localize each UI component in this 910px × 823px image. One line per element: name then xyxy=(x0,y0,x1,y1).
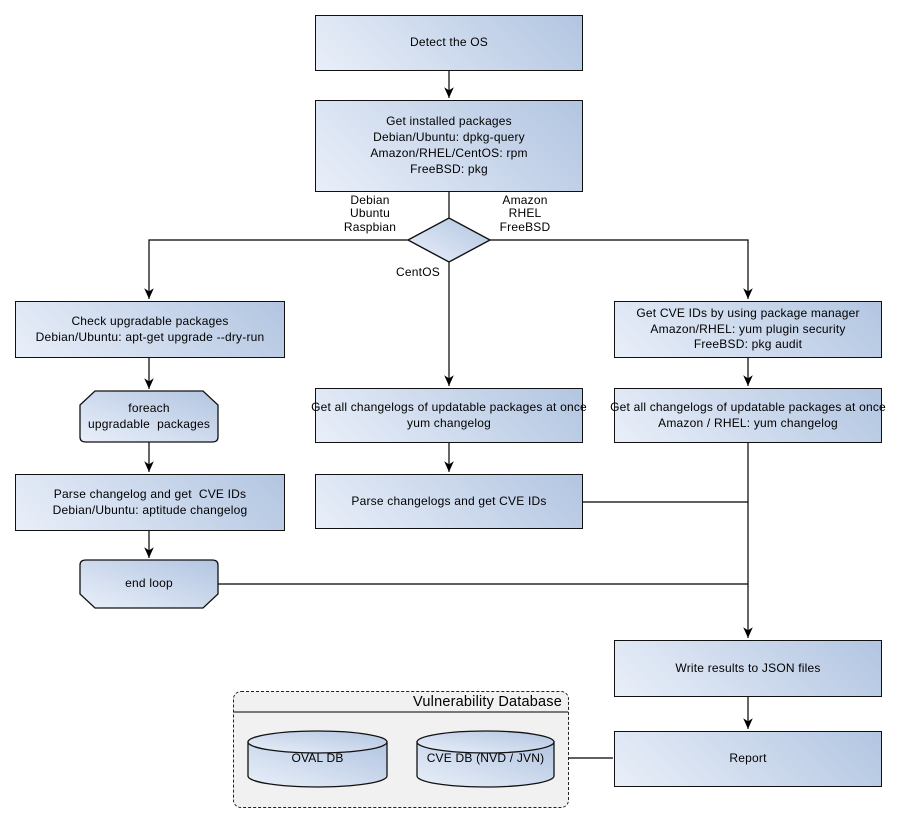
node-get-installed-packages-label: Get installed packages Debian/Ubuntu: dp… xyxy=(370,114,528,176)
node-check-upgradable-packages-label: Check upgradable packages Debian/Ubuntu:… xyxy=(35,313,265,344)
node-get-installed-packages: Get installed packages Debian/Ubuntu: dp… xyxy=(315,100,583,192)
branch-label-debian-ubuntu-raspbian: Debian Ubuntu Raspbian xyxy=(343,193,397,234)
loop-begin-shape xyxy=(79,390,219,443)
node-get-changelogs-centos-label: Get all changelogs of updatable packages… xyxy=(311,399,587,430)
decision-diamond-os xyxy=(406,217,492,263)
node-get-cve-ids-package-manager-label: Get CVE IDs by using package manager Ama… xyxy=(636,305,860,352)
cve-db-cylinder xyxy=(416,730,555,788)
node-check-upgradable-packages: Check upgradable packages Debian/Ubuntu:… xyxy=(15,301,285,358)
node-parse-changelogs-centos: Parse changelogs and get CVE IDs xyxy=(315,474,583,529)
node-write-results-json-label: Write results to JSON files xyxy=(675,660,821,675)
node-detect-os-label: Detect the OS xyxy=(410,35,488,50)
loop-end-shape xyxy=(79,559,219,609)
branch-label-centos: CentOS xyxy=(396,265,440,279)
oval-db-cylinder xyxy=(247,730,388,788)
edge-decision-to-get-cve-ids xyxy=(490,239,753,299)
vulnerability-database-title: Vulnerability Database xyxy=(413,694,562,710)
edge-decision-to-check-upgradable xyxy=(144,239,408,299)
branch-label-amazon-rhel-freebsd: Amazon RHEL FreeBSD xyxy=(499,193,551,234)
node-report: Report xyxy=(614,731,882,787)
node-get-changelogs-rhel-label: Get all changelogs of updatable packages… xyxy=(610,399,886,430)
node-parse-changelogs-centos-label: Parse changelogs and get CVE IDs xyxy=(351,493,547,508)
node-get-cve-ids-package-manager: Get CVE IDs by using package manager Ama… xyxy=(614,301,882,358)
node-parse-changelog-debian-label: Parse changelog and get CVE IDs Debian/U… xyxy=(52,486,248,517)
node-detect-os: Detect the OS xyxy=(315,15,583,71)
node-get-changelogs-rhel: Get all changelogs of updatable packages… xyxy=(610,388,886,443)
node-get-changelogs-centos: Get all changelogs of updatable packages… xyxy=(311,388,587,443)
node-write-results-json: Write results to JSON files xyxy=(614,640,882,697)
node-report-label: Report xyxy=(729,751,767,766)
node-parse-changelog-debian: Parse changelog and get CVE IDs Debian/U… xyxy=(15,474,285,531)
